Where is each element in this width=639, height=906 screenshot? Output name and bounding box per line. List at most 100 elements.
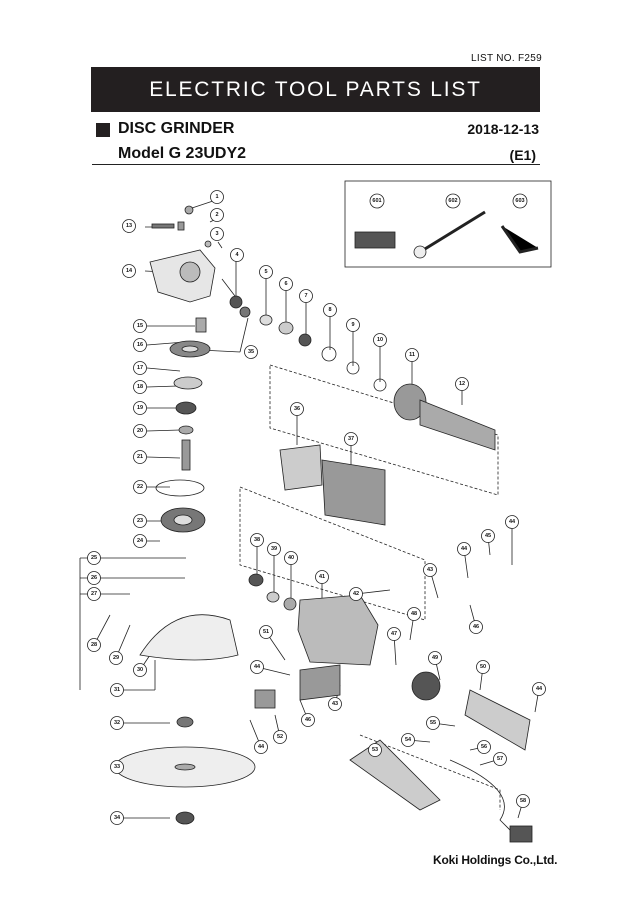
model-name: Model G 23UDY2 <box>118 145 247 162</box>
handle-50 <box>464 689 531 751</box>
callout-label: 47 <box>391 631 397 637</box>
company-name: Koki Holdings Co.,Ltd. <box>433 853 558 867</box>
callout-label: 23 <box>137 518 143 524</box>
callout-label: 40 <box>288 555 294 561</box>
callout-44d: 44 <box>254 740 268 754</box>
callout-31: 31 <box>110 683 124 697</box>
callout-label: 6 <box>284 281 287 287</box>
callout-label: 44 <box>258 744 265 750</box>
gear-housing-hole <box>179 261 201 283</box>
callout-label: 39 <box>271 546 277 552</box>
callout-label: 43 <box>427 567 433 573</box>
part-1 <box>184 205 194 215</box>
callout-label: 24 <box>137 538 144 544</box>
callout-label: 55 <box>430 720 436 726</box>
callout-55: 55 <box>426 716 440 730</box>
callout-46b: 46 <box>301 713 315 727</box>
callout-44a: 44 <box>457 542 471 556</box>
part-20 <box>178 425 194 435</box>
callout-603: 603 <box>512 193 528 209</box>
callout-label: 26 <box>91 575 97 581</box>
callout-9: 9 <box>346 318 360 332</box>
callout-label: 8 <box>328 307 331 313</box>
part-3 <box>204 240 212 248</box>
part-18 <box>173 376 203 390</box>
callout-label: 57 <box>497 756 503 762</box>
hex-wrench-603 <box>500 225 539 254</box>
bearing-19 <box>175 401 197 415</box>
callout-label: 37 <box>348 436 354 442</box>
page-title-banner: ELECTRIC TOOL PARTS LIST <box>91 67 540 112</box>
callout-label: 35 <box>248 349 254 355</box>
callout-label: 603 <box>515 198 524 204</box>
callout-16: 16 <box>133 338 147 352</box>
part-40 <box>283 597 297 611</box>
cord-57 <box>449 759 521 841</box>
callout-33: 33 <box>110 760 124 774</box>
callout-label: 42 <box>353 591 359 597</box>
callout-39: 39 <box>267 542 281 556</box>
callout-56: 56 <box>477 740 491 754</box>
callout-label: 43 <box>332 701 338 707</box>
plug-58 <box>509 825 533 843</box>
callout-label: 44 <box>536 686 543 692</box>
callout-26: 26 <box>87 571 101 585</box>
callout-49: 49 <box>428 651 442 665</box>
callout-44b: 44 <box>505 515 519 529</box>
callout-label: 33 <box>114 764 120 770</box>
washer-6 <box>259 314 273 326</box>
callout-22: 22 <box>133 480 147 494</box>
callout-29: 29 <box>109 651 123 665</box>
callout-label: 22 <box>137 484 143 490</box>
flange-32 <box>176 716 194 728</box>
callout-label: 11 <box>409 352 415 358</box>
callout-label: 15 <box>137 323 143 329</box>
handle-53 <box>349 739 441 811</box>
callout-label: 49 <box>432 655 438 661</box>
wrench-602 <box>419 210 486 254</box>
callout-label: 34 <box>114 815 121 821</box>
callout-37: 37 <box>344 432 358 446</box>
part-5 <box>239 306 251 318</box>
callout-label: 38 <box>254 537 260 543</box>
part-52 <box>254 689 276 709</box>
accessory-box <box>344 180 552 268</box>
callout-label: 45 <box>485 533 491 539</box>
housing-41 <box>297 594 379 666</box>
callout-34: 34 <box>110 811 124 825</box>
callout-48: 48 <box>407 607 421 621</box>
callout-label: 602 <box>448 198 457 204</box>
callout-40: 40 <box>284 551 298 565</box>
ring-11 <box>373 378 387 392</box>
callout-label: 21 <box>137 454 143 460</box>
callout-label: 46 <box>305 717 311 723</box>
callout-53: 53 <box>368 743 382 757</box>
callout-label: 16 <box>137 342 143 348</box>
callout-1: 1 <box>210 190 224 204</box>
callout-17: 17 <box>133 361 147 375</box>
callout-47: 47 <box>387 627 401 641</box>
callout-label: 50 <box>480 664 486 670</box>
callout-label: 13 <box>126 223 132 229</box>
part-16 <box>195 317 207 333</box>
washer-7 <box>278 321 294 335</box>
switch-46 <box>299 664 341 701</box>
callout-38: 38 <box>250 533 264 547</box>
callout-8: 8 <box>323 303 337 317</box>
callout-6: 6 <box>279 277 293 291</box>
callout-20: 20 <box>133 424 147 438</box>
ring-9 <box>321 346 337 362</box>
callout-label: 51 <box>263 629 269 635</box>
callout-7: 7 <box>299 289 313 303</box>
bearing-38 <box>248 573 264 587</box>
callout-35: 35 <box>244 345 258 359</box>
callout-24: 24 <box>133 534 147 548</box>
callout-44c: 44 <box>250 660 264 674</box>
list-number: LIST NO. F259 <box>471 53 542 64</box>
callout-45: 45 <box>481 529 495 543</box>
callout-15: 15 <box>133 319 147 333</box>
callout-51: 51 <box>259 625 273 639</box>
callout-label: 5 <box>264 269 267 275</box>
wheel-guard <box>139 614 239 661</box>
